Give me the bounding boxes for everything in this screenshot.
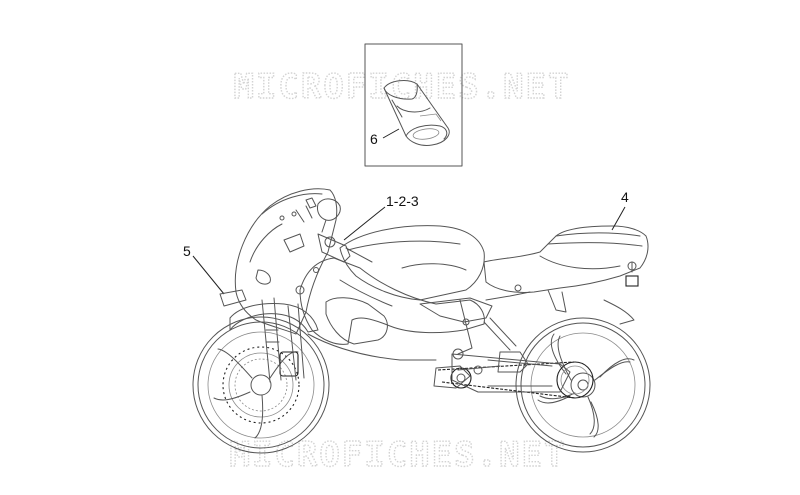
handlebar xyxy=(317,233,373,263)
headlight xyxy=(255,269,271,285)
mirror xyxy=(317,198,341,221)
leader-5 xyxy=(192,255,225,295)
decal-roll-illustration xyxy=(383,80,450,146)
watermark-top: MICROFICHES.NET xyxy=(233,67,570,107)
front-wheel xyxy=(192,316,330,454)
inset-frame xyxy=(364,43,463,167)
motorcycle xyxy=(192,188,651,454)
callout-6: 6 xyxy=(370,131,378,147)
callouts: 1-2-3 4 5 xyxy=(183,189,629,307)
watermark-bottom: MICROFICHES.NET xyxy=(229,435,566,475)
side-fairing xyxy=(295,257,531,361)
front-fairing xyxy=(234,188,341,335)
leader-4 xyxy=(611,206,626,231)
leader-6 xyxy=(382,128,400,139)
tail-section xyxy=(483,225,649,325)
license-plate-decal xyxy=(625,275,639,287)
rear-wheel xyxy=(515,317,651,453)
rear-suspension xyxy=(457,317,529,375)
leader-1-2-3 xyxy=(343,206,386,241)
fuel-tank xyxy=(339,225,485,301)
callout-5: 5 xyxy=(183,243,191,259)
inset-box: 6 xyxy=(364,43,463,167)
drivetrain xyxy=(433,353,576,399)
callout-1-2-3: 1-2-3 xyxy=(386,193,419,209)
callout-4: 4 xyxy=(621,189,629,205)
front-fork xyxy=(229,297,319,383)
part-5-reflector xyxy=(219,289,247,307)
